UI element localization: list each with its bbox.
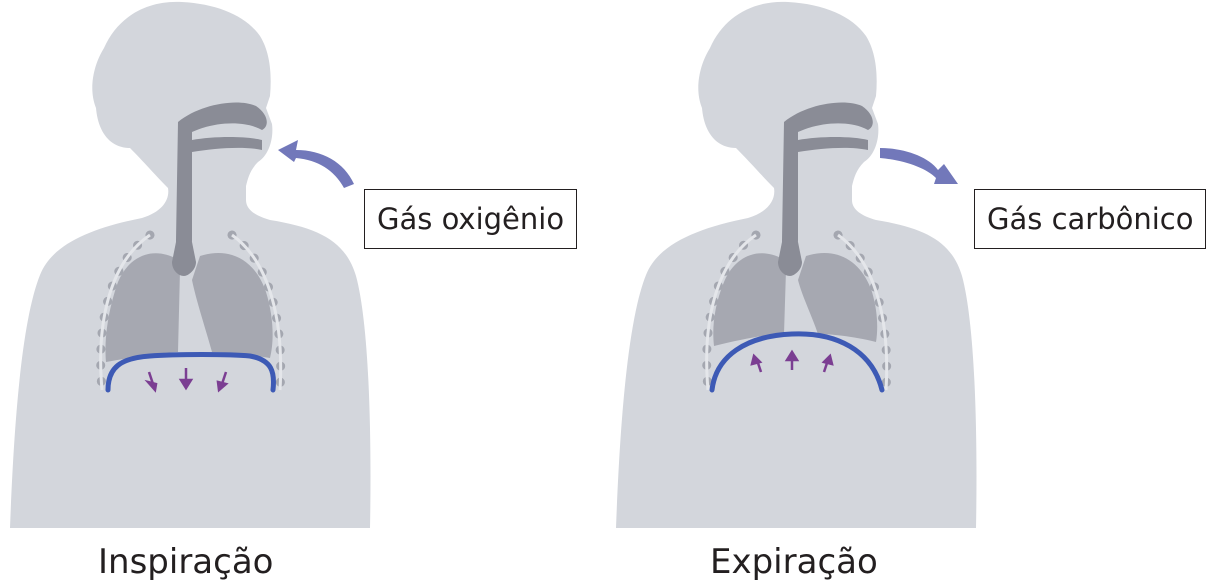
gas-label-box: Gás carbônico	[974, 189, 1207, 249]
right-lung	[192, 253, 273, 358]
inspiration-illustration	[10, 1, 371, 528]
left-lung	[105, 253, 180, 362]
left-lung	[713, 253, 786, 346]
expiration-illustration	[616, 1, 977, 528]
curved-arrow-out-icon	[880, 148, 958, 184]
gas-label-box: Gás oxigênio	[364, 189, 578, 249]
diaphragm	[105, 352, 276, 393]
airway	[172, 102, 267, 276]
expiration-panel: Gás carbônico Expiração	[616, 0, 1232, 587]
panel-caption: Expiração	[710, 542, 878, 582]
panel-caption: Inspiração	[98, 542, 274, 582]
arrow-up-icon	[750, 349, 834, 373]
diaphragm	[709, 331, 885, 393]
airway	[778, 102, 873, 276]
inspiration-panel: Gás oxigênio Inspiração	[10, 1, 578, 582]
gas-label: Gás oxigênio	[377, 201, 565, 236]
right-lung	[798, 253, 878, 342]
arrow-down-icon	[144, 368, 229, 393]
curved-arrow-in-icon	[278, 140, 354, 188]
gas-label: Gás carbônico	[987, 201, 1194, 236]
